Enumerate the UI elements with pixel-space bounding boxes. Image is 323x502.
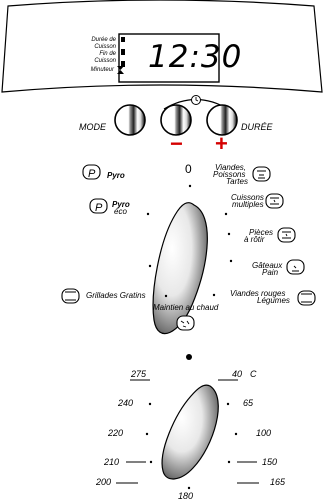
mode-label: MODE	[79, 122, 106, 132]
minus-sign: −	[170, 131, 183, 156]
mode-pyro-eco-2: éco	[114, 207, 127, 216]
mode-dial[interactable]	[152, 202, 208, 335]
temp-100: 100	[256, 428, 272, 438]
pyro-icon	[82, 164, 101, 180]
label-duree-cuisson: Durée de Cuisson	[91, 37, 116, 50]
temp-dial-indicator-dot	[186, 354, 192, 360]
mode-rotir-2: à rôtir	[244, 235, 265, 244]
temp-210: 210	[104, 457, 120, 467]
pyro-eco-icon	[89, 198, 108, 214]
label-minuteur: Minuteur	[90, 67, 114, 73]
temp-ticks	[116, 379, 259, 484]
viandes-icon	[252, 166, 271, 182]
indicator-bar-1	[121, 37, 125, 42]
mode-zero: 0	[185, 162, 192, 176]
temp-unit: C	[250, 369, 257, 379]
maintien-icon	[176, 315, 195, 331]
mode-viandes-3: Tartes	[226, 177, 248, 186]
temp-200: 200	[96, 477, 112, 487]
hourglass-icon	[117, 66, 124, 74]
temp-40: 40	[232, 369, 243, 379]
mode-maintien: Maintien au chaud	[153, 303, 219, 312]
temp-240: 240	[118, 398, 134, 408]
mode-cuissons-1: Cuissons	[231, 193, 264, 202]
temp-165: 165	[270, 477, 286, 487]
mode-gateaux-2: Pain	[262, 268, 279, 277]
lcd-window	[118, 33, 220, 83]
temp-220: 220	[108, 428, 124, 438]
mode-pyro-eco-1: Pyro	[112, 200, 130, 209]
mode-legumes-2: Légumes	[257, 296, 290, 305]
plus-sign: +	[215, 131, 228, 156]
mode-dial-dots	[146, 184, 233, 298]
mode-button[interactable]	[114, 104, 146, 136]
mode-rotir-1: Pièces	[249, 228, 274, 237]
plus-button[interactable]	[206, 104, 238, 136]
svg-text:P: P	[95, 202, 103, 214]
mode-viandes-2: Poissons	[213, 170, 246, 179]
duree-label: DURÉE	[241, 122, 273, 132]
temp-dial[interactable]	[161, 384, 219, 480]
mode-grillades: Grillades Gratins	[86, 291, 146, 300]
svg-text:P: P	[88, 168, 96, 180]
mode-cuissons-2: multiples	[232, 200, 264, 209]
mode-legumes-1: Viandes rouges	[230, 289, 286, 298]
mode-viandes-1: Viandes,	[215, 163, 246, 172]
indicator-bar-3	[121, 61, 125, 67]
mode-gateaux-1: Gâteaux	[252, 261, 283, 270]
temp-275: 275	[131, 369, 147, 379]
label-fin-cuisson: Fin de Cuisson	[94, 51, 116, 64]
temp-180: 180	[178, 491, 194, 501]
time-display: 12:30	[148, 39, 243, 75]
grill-icon	[61, 288, 80, 304]
mode-pyro: Pyro	[107, 171, 125, 180]
temp-150: 150	[262, 457, 278, 467]
temp-65: 65	[243, 398, 254, 408]
temp-dots	[145, 402, 238, 490]
legumes-icon	[297, 290, 316, 306]
indicator-bar-2	[121, 49, 125, 55]
minus-button[interactable]	[160, 104, 192, 136]
